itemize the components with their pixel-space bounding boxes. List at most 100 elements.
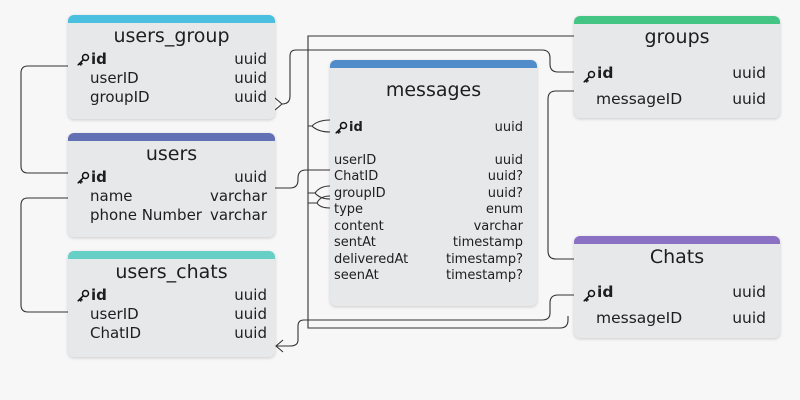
key-icon xyxy=(582,66,596,83)
field-type: uuid xyxy=(732,309,766,327)
table-header-bar xyxy=(330,60,537,68)
field-type: timestamp? xyxy=(445,251,523,267)
crowfoot-usersgroup xyxy=(274,97,283,111)
field-name-cell: id xyxy=(334,120,363,137)
field-name: userID xyxy=(90,69,139,87)
link-users-userschats xyxy=(20,197,68,313)
field-name: type xyxy=(334,202,364,217)
field-row[interactable]: messageID uuid xyxy=(582,305,766,331)
field-row[interactable]: id uuid xyxy=(76,286,267,305)
table-chats[interactable]: Chats id uuid messageID uuid xyxy=(574,236,780,338)
field-type: uuid xyxy=(732,64,766,82)
field-row[interactable]: groupID uuid xyxy=(76,88,267,107)
field-type: timestamp? xyxy=(445,268,523,283)
field-name: messageID xyxy=(596,90,683,108)
field-name: ChatID xyxy=(334,169,379,184)
field-type: uuid xyxy=(234,324,267,342)
link-users-messages xyxy=(270,169,330,189)
link-frame xyxy=(307,35,574,329)
field-type: uuid xyxy=(234,50,267,68)
field-name: groupID xyxy=(90,88,150,106)
field-type: uuid? xyxy=(487,185,523,201)
field-name: sentAt xyxy=(334,235,376,250)
table-users-group[interactable]: users_group id uuid userID uuid groupID uuid xyxy=(68,15,275,119)
field-type: uuid xyxy=(732,283,766,301)
field-name: content xyxy=(334,218,384,234)
field-type: uuid xyxy=(494,152,523,168)
field-name-cell: content xyxy=(334,219,384,236)
field-name: id xyxy=(349,120,363,135)
field-name-cell: phone Number xyxy=(76,206,202,225)
field-name-cell: id xyxy=(582,60,613,86)
field-name-cell: type xyxy=(334,202,363,219)
field-type: uuid xyxy=(732,90,766,108)
key-icon xyxy=(76,171,90,185)
table-title: Chats xyxy=(649,246,705,268)
table-title: users_group xyxy=(113,25,230,47)
field-name: id xyxy=(91,286,107,304)
table-title: users_chats xyxy=(115,261,228,283)
field-row[interactable]: content varchar xyxy=(334,219,523,236)
field-name: id xyxy=(597,64,614,82)
field-type: timestamp xyxy=(452,235,523,250)
field-type: uuid? xyxy=(487,169,523,184)
field-type: uuid xyxy=(234,286,267,304)
field-row[interactable]: sentAt timestamp xyxy=(334,235,523,252)
field-name: name xyxy=(90,187,133,205)
field-type: uuid xyxy=(234,69,267,87)
field-type: varchar xyxy=(209,206,267,224)
field-row[interactable]: userID uuid xyxy=(334,153,523,170)
field-row[interactable]: ChatID uuid xyxy=(76,324,267,343)
field-type: uuid xyxy=(234,88,267,106)
field-name: messageID xyxy=(596,309,683,327)
crowfoot-messages-chat xyxy=(308,185,331,200)
table-groups[interactable]: groups id uuid messageID uuid xyxy=(574,16,780,118)
table-header-bar xyxy=(68,251,275,259)
field-name-cell: ChatID xyxy=(76,324,141,343)
field-name-cell: id xyxy=(76,168,107,187)
field-row[interactable]: ChatID uuid? xyxy=(334,169,523,186)
field-name-cell: ChatID xyxy=(334,169,378,186)
table-header-bar xyxy=(68,133,275,141)
table-title: users xyxy=(145,143,198,165)
field-type: uuid xyxy=(234,305,267,323)
field-name: userID xyxy=(334,152,377,168)
table-title: groups xyxy=(644,26,710,48)
field-row[interactable]: messageID uuid xyxy=(582,86,766,112)
field-name: deliveredAt xyxy=(334,251,409,267)
field-name: id xyxy=(91,50,107,68)
field-row[interactable]: userID uuid xyxy=(76,69,267,88)
field-row[interactable]: id uuid xyxy=(582,60,766,86)
link-users-usersgroup xyxy=(20,65,68,174)
key-icon xyxy=(76,289,90,303)
field-name-cell: messageID xyxy=(582,86,682,112)
field-row[interactable]: seenAt timestamp? xyxy=(334,268,523,285)
field-type: varchar xyxy=(473,218,523,234)
field-name-cell: seenAt xyxy=(334,268,379,285)
field-row[interactable]: phone Number varchar xyxy=(76,206,267,225)
link-chats-userschats xyxy=(276,294,574,347)
crowfoot-userschats xyxy=(275,339,284,353)
table-title: messages xyxy=(385,79,482,101)
field-name-cell: userID xyxy=(334,153,376,170)
field-name-cell: groupID xyxy=(76,88,150,107)
field-name-cell: id xyxy=(76,50,107,69)
table-header-bar xyxy=(68,15,275,23)
field-name-cell: messageID xyxy=(582,305,682,331)
crowfoot-messages-group xyxy=(308,195,331,209)
field-row[interactable]: id uuid xyxy=(582,279,766,305)
field-name-cell: id xyxy=(582,279,613,305)
field-row[interactable]: deliveredAt timestamp? xyxy=(334,252,523,269)
field-name-cell: name xyxy=(76,187,133,206)
field-row[interactable]: id uuid xyxy=(76,50,267,69)
link-groups-messages xyxy=(547,90,574,260)
